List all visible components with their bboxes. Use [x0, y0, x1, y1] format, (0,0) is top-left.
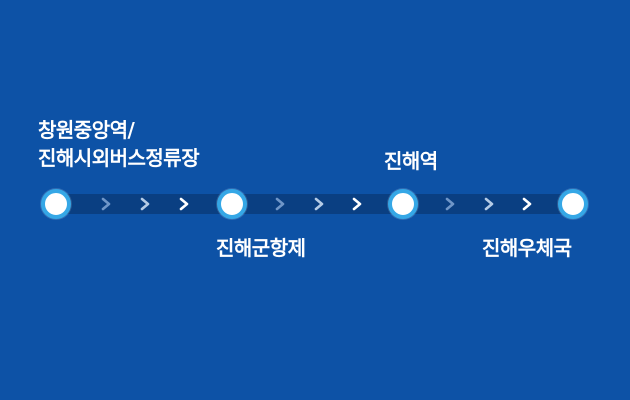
stop-label-jinhae-post-office: 진해우체국 [482, 234, 572, 262]
stop-marker-changwon-jungang [41, 189, 71, 219]
stop-label-line: 진해군항제 [216, 236, 306, 260]
chevron-right-icon [179, 197, 189, 211]
stop-label-jinhae-gunhangje: 진해군항제 [216, 234, 306, 262]
stop-marker-jinhae-station [388, 189, 418, 219]
stop-label-jinhae-station: 진해역 [384, 147, 438, 175]
stop-label-changwon-jungang: 창원중앙역/ 진해시외버스정류장 [38, 116, 200, 172]
stop-label-line: 진해역 [384, 149, 438, 173]
stop-marker-jinhae-post-office [558, 189, 588, 219]
stop-label-line: 진해시외버스정류장 [38, 146, 200, 170]
chevron-right-icon [314, 197, 324, 211]
chevron-right-icon [445, 197, 455, 211]
stop-label-line: 창원중앙역/ [38, 118, 135, 142]
stop-label-line: 진해우체국 [482, 236, 572, 260]
chevron-right-icon [140, 197, 150, 211]
chevron-right-icon [352, 197, 362, 211]
stop-marker-jinhae-gunhangje [217, 189, 247, 219]
chevron-right-icon [522, 197, 532, 211]
chevron-right-icon [484, 197, 494, 211]
chevron-right-icon [275, 197, 285, 211]
chevron-right-icon [101, 197, 111, 211]
route-track [56, 194, 574, 214]
